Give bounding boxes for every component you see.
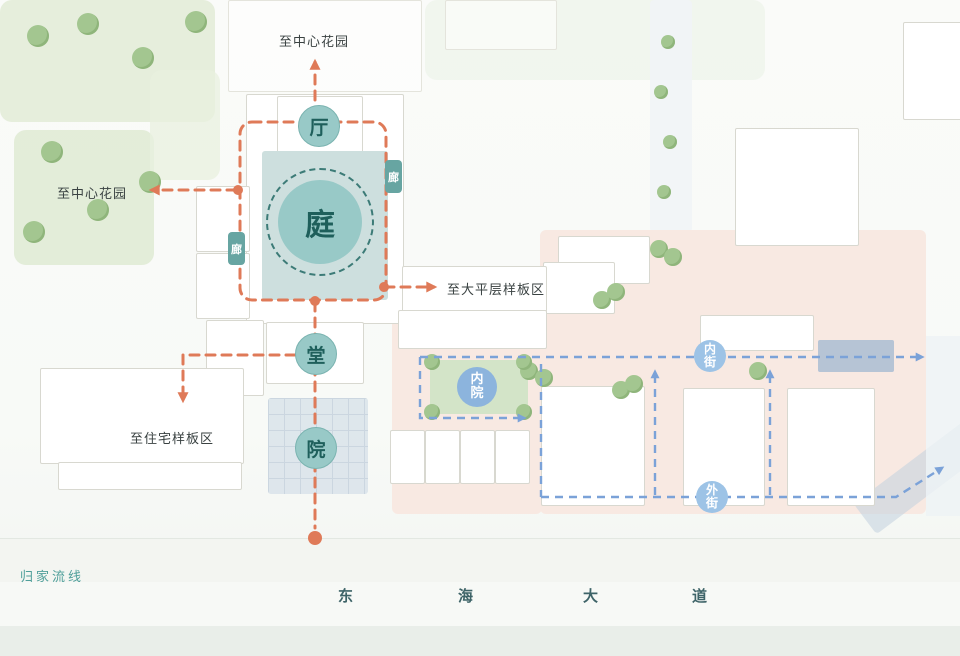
tree-icon xyxy=(654,85,668,99)
outer-street-route xyxy=(541,466,945,499)
building-footprint xyxy=(787,388,875,506)
label-to-residential-model-area: 至住宅样板区 xyxy=(130,432,215,447)
tree-icon xyxy=(650,240,668,258)
corridor-tag-east: 廊 xyxy=(385,160,402,193)
tree-icon xyxy=(607,283,625,301)
tree-icon xyxy=(27,25,49,47)
node-central-court-label: 庭 xyxy=(305,208,335,243)
building-footprint xyxy=(445,0,557,50)
corridor-tag-west: 廊 xyxy=(228,232,245,265)
node-inner-street: 内街 xyxy=(694,340,726,372)
tree-icon xyxy=(593,291,611,309)
node-inner-court: 内院 xyxy=(457,367,497,407)
road-band xyxy=(0,582,960,626)
building-footprint xyxy=(495,430,530,484)
tree-icon xyxy=(535,369,553,387)
building-footprint xyxy=(228,0,422,92)
label-to-central-garden-west: 至中心花园 xyxy=(57,187,128,202)
tree-icon xyxy=(661,35,675,49)
landscape-patch xyxy=(14,130,154,265)
tree-icon xyxy=(87,199,109,221)
road-name-char: 海 xyxy=(458,587,474,605)
residential-model-building xyxy=(40,368,244,464)
node-inner-street-label: 内街 xyxy=(704,341,717,369)
corridor-tag-west-label: 廊 xyxy=(231,242,242,256)
node-inner-court-label: 内院 xyxy=(470,371,484,401)
tree-icon xyxy=(132,47,154,69)
tree-icon xyxy=(657,185,671,199)
home-route-legend: 归家流线 xyxy=(20,570,85,585)
node-outer-street: 外街 xyxy=(696,481,728,513)
route-junction-dots xyxy=(233,185,389,545)
tree-icon xyxy=(41,141,63,163)
tree-icon xyxy=(23,221,45,243)
road-strip xyxy=(926,336,960,516)
tree-icon xyxy=(185,11,207,33)
building-footprint xyxy=(425,430,460,484)
tree-icon xyxy=(663,135,677,149)
node-central-court: 庭 xyxy=(278,180,362,264)
building-footprint xyxy=(390,430,425,484)
road-name-char: 大 xyxy=(583,587,599,605)
tree-icon xyxy=(749,362,767,380)
building-footprint xyxy=(735,128,859,246)
building-footprint xyxy=(903,22,960,120)
node-yard-label: 院 xyxy=(306,438,326,461)
landscape-patch xyxy=(150,70,220,180)
road-band xyxy=(0,538,960,583)
building-footprint xyxy=(398,310,547,349)
road-name-char: 道 xyxy=(692,587,708,605)
building-footprint xyxy=(541,386,645,506)
tree-icon xyxy=(424,404,440,420)
building-footprint xyxy=(58,462,242,490)
tree-icon xyxy=(77,13,99,35)
inner-court-loop xyxy=(418,357,527,423)
corridor-tag-east-label: 廊 xyxy=(388,170,399,184)
node-central-court-ring: 庭 xyxy=(266,168,374,276)
node-main-hall: 堂 xyxy=(295,333,337,375)
tree-icon xyxy=(625,375,643,393)
node-main-hall-label: 堂 xyxy=(306,344,326,367)
arrow-to-residential-area xyxy=(177,353,313,404)
label-to-central-garden-top: 至中心花园 xyxy=(279,35,350,50)
road-band xyxy=(0,626,960,656)
label-to-flat-floor-model-area: 至大平层样板区 xyxy=(447,283,546,298)
home-route-orange xyxy=(148,58,438,530)
node-front-hall-label: 厅 xyxy=(309,116,329,139)
road-name-char: 东 xyxy=(338,587,354,605)
building-footprint xyxy=(460,430,495,484)
node-yard: 院 xyxy=(295,427,337,469)
node-front-hall: 厅 xyxy=(298,105,340,147)
tree-icon xyxy=(664,248,682,266)
street-route-blue xyxy=(418,352,945,499)
node-outer-street-label: 外街 xyxy=(706,482,719,510)
